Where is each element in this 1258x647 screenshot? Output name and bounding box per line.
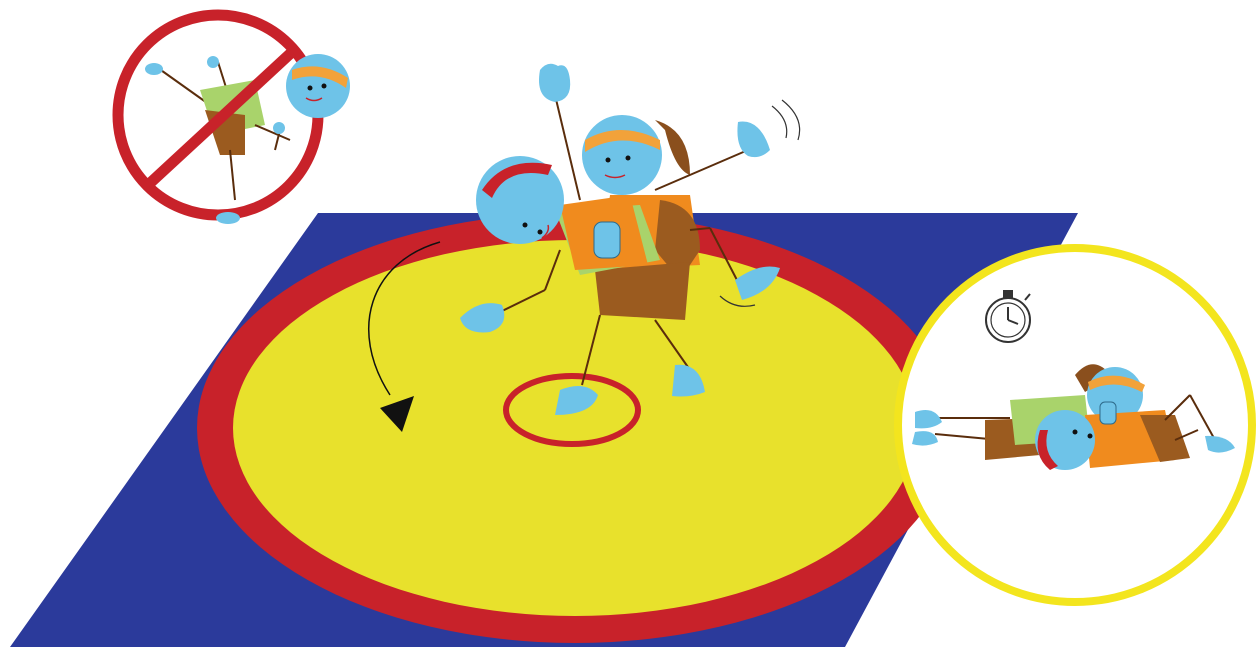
prohibition-sign-icon — [118, 15, 350, 224]
pin-badge — [898, 248, 1252, 602]
